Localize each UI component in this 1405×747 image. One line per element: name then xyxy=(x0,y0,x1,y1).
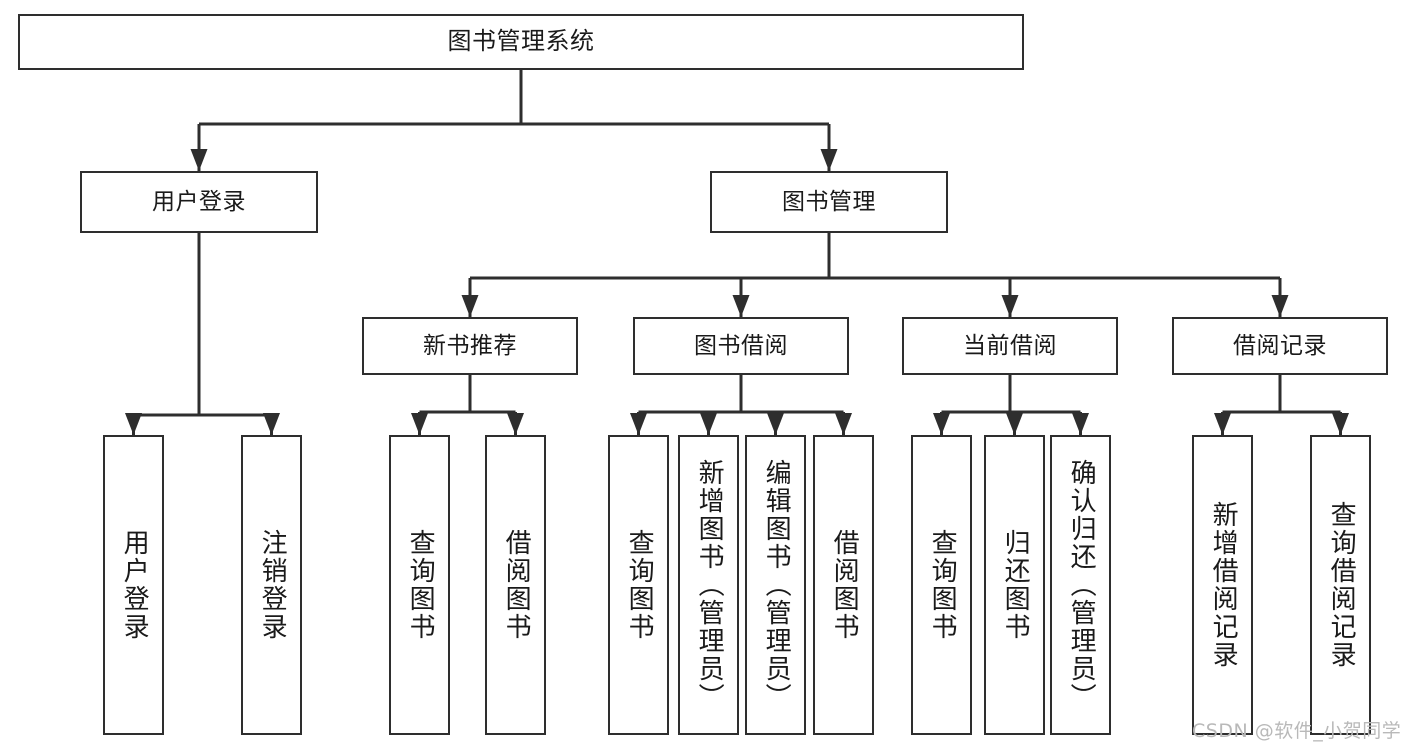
node-label-l-query3: 查询图书 xyxy=(927,529,958,641)
node-root[interactable]: 图书管理系统 xyxy=(18,14,1024,70)
node-l-query3[interactable]: 查询图书 xyxy=(911,435,972,735)
node-l-login[interactable]: 用户登录 xyxy=(103,435,164,735)
arrowhead-l-query1 xyxy=(411,413,428,435)
node-label-root: 图书管理系统 xyxy=(447,27,595,56)
node-label-l-return: 归还图书 xyxy=(1000,529,1031,641)
arrowhead-l-query3 xyxy=(933,413,950,435)
arrowhead-l-query2 xyxy=(630,413,647,435)
node-l-addrec[interactable]: 新增借阅记录 xyxy=(1192,435,1253,735)
node-label-l-query1: 查询图书 xyxy=(405,529,436,641)
node-label-l-confirm: 确认归还（管理员） xyxy=(1066,459,1097,711)
watermark-text: CSDN @软件_小贺同学 xyxy=(1192,720,1402,742)
node-l-confirm[interactable]: 确认归还（管理员） xyxy=(1050,435,1111,735)
node-label-borrow: 图书借阅 xyxy=(694,332,788,359)
node-label-l-login: 用户登录 xyxy=(119,529,150,641)
node-l-logout[interactable]: 注销登录 xyxy=(241,435,302,735)
node-label-login: 用户登录 xyxy=(152,188,246,215)
node-l-queryrec[interactable]: 查询借阅记录 xyxy=(1310,435,1371,735)
arrowhead-l-borrow2 xyxy=(835,413,852,435)
node-label-bookmgmt: 图书管理 xyxy=(782,188,876,215)
node-l-borrow2[interactable]: 借阅图书 xyxy=(813,435,874,735)
arrowhead-l-logout xyxy=(263,413,280,435)
node-label-newbook: 新书推荐 xyxy=(423,332,517,359)
node-current[interactable]: 当前借阅 xyxy=(902,317,1118,375)
node-newbook[interactable]: 新书推荐 xyxy=(362,317,578,375)
arrowhead-borrow xyxy=(732,295,750,317)
node-login[interactable]: 用户登录 xyxy=(80,171,318,233)
arrowhead-l-login xyxy=(125,413,142,435)
node-label-l-logout: 注销登录 xyxy=(257,529,288,641)
node-borrow[interactable]: 图书借阅 xyxy=(633,317,849,375)
node-label-l-edit: 编辑图书（管理员） xyxy=(761,459,792,711)
node-records[interactable]: 借阅记录 xyxy=(1172,317,1388,375)
node-l-query1[interactable]: 查询图书 xyxy=(389,435,450,735)
arrowhead-newbook xyxy=(461,295,479,317)
node-l-return[interactable]: 归还图书 xyxy=(984,435,1045,735)
node-l-borrow1[interactable]: 借阅图书 xyxy=(485,435,546,735)
node-label-records: 借阅记录 xyxy=(1233,332,1327,359)
node-label-l-add: 新增图书（管理员） xyxy=(694,459,725,711)
arrowhead-l-addrec xyxy=(1214,413,1231,435)
arrowhead-records xyxy=(1271,295,1289,317)
arrowhead-l-confirm xyxy=(1072,413,1089,435)
node-label-l-query2: 查询图书 xyxy=(624,529,655,641)
node-label-l-borrow1: 借阅图书 xyxy=(501,529,532,641)
arrowhead-login xyxy=(190,149,208,171)
arrowhead-bookmgmt xyxy=(820,149,838,171)
node-l-add[interactable]: 新增图书（管理员） xyxy=(678,435,739,735)
node-label-l-borrow2: 借阅图书 xyxy=(829,529,860,641)
node-l-query2[interactable]: 查询图书 xyxy=(608,435,669,735)
arrowhead-l-queryrec xyxy=(1332,413,1349,435)
node-label-current: 当前借阅 xyxy=(963,332,1057,359)
node-label-l-queryrec: 查询借阅记录 xyxy=(1326,501,1357,669)
arrowhead-l-add xyxy=(700,413,717,435)
arrowhead-l-return xyxy=(1006,413,1023,435)
node-l-edit[interactable]: 编辑图书（管理员） xyxy=(745,435,806,735)
node-bookmgmt[interactable]: 图书管理 xyxy=(710,171,948,233)
arrowhead-l-edit xyxy=(767,413,784,435)
arrowhead-l-borrow1 xyxy=(507,413,524,435)
arrowhead-current xyxy=(1001,295,1019,317)
node-label-l-addrec: 新增借阅记录 xyxy=(1208,501,1239,669)
